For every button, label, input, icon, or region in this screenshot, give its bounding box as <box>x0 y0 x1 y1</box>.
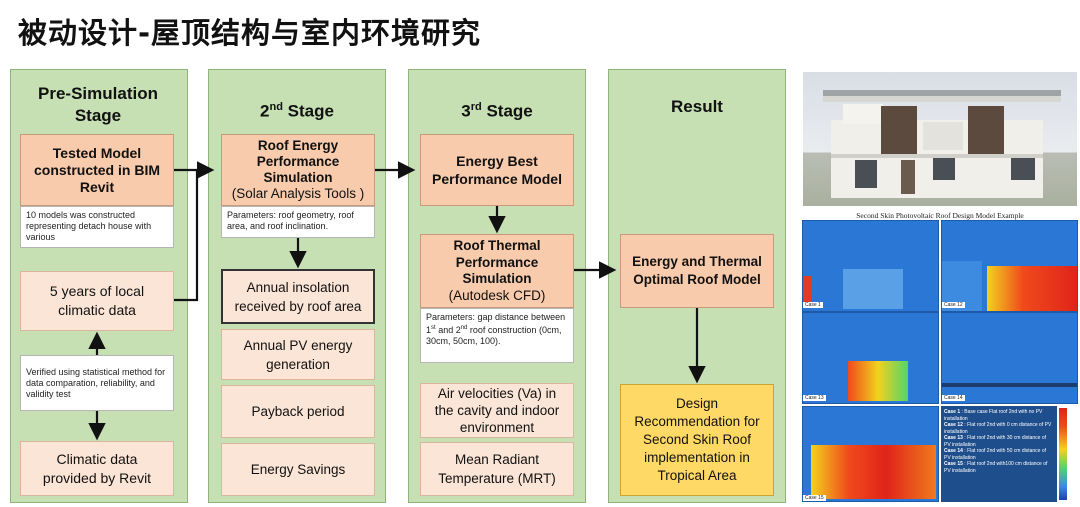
tested-model-note: 10 models was constructed representing d… <box>20 206 174 248</box>
annual-insolation-box: Annual insolation received by roof area <box>221 269 375 324</box>
cfd-case-15 <box>802 406 939 502</box>
cfd-simulation-panel: Second Skin Photovoltaic Roof Design Mod… <box>801 211 1079 505</box>
optimal-roof-model-box: Energy and Thermal Optimal Roof Model <box>620 234 774 308</box>
color-scale-bar <box>1059 408 1067 500</box>
payback-period-box: Payback period <box>221 385 375 438</box>
legend-row: Case 1 : Base case Flat roof 2nd with no… <box>944 409 1043 422</box>
second-stage-title: 2nd Stage <box>260 101 334 121</box>
page-title: 被动设计-屋顶结构与室内环境研究 <box>18 16 482 50</box>
legend-row: Case 14 : Flat roof 2nd with 50 cm dista… <box>944 448 1047 461</box>
tested-model-box: Tested Model constructed in BIM Revit <box>20 134 174 206</box>
legend-row: Case 15 : Flat roof 2nd with100 cm dista… <box>944 461 1048 474</box>
cfd-case-13 <box>802 312 939 404</box>
cfd-case-legend: Case 1 : Base case Flat roof 2nd with no… <box>941 406 1057 502</box>
roof-thermal-simulation-box: Roof Thermal Performance Simulation (Aut… <box>420 234 574 308</box>
mrt-box: Mean Radiant Temperature (MRT) <box>420 442 574 496</box>
energy-savings-box: Energy Savings <box>221 443 375 496</box>
legend-row: Case 12 : Flat roof 2nd with 0 cm distan… <box>944 422 1052 435</box>
air-velocities-box: Air velocities (Va) in the cavity and in… <box>420 383 574 438</box>
verified-note: Verified using statistical method for da… <box>20 355 174 411</box>
third-stage-title: 3rd Stage <box>461 101 533 121</box>
result-title: Result <box>671 97 723 116</box>
roof-energy-note: Parameters: roof geometry, roof area, an… <box>221 206 375 238</box>
cfd-case-label-15: Case 15 <box>803 495 826 501</box>
local-climatic-data-box: 5 years of local climatic data <box>20 271 174 331</box>
cfd-case-1 <box>802 220 939 312</box>
cfd-case-label-1: Case 1 <box>803 302 823 308</box>
cfd-case-label-12: Case 12 <box>942 302 965 308</box>
annual-pv-box: Annual PV energy generation <box>221 329 375 380</box>
cfd-case-label-13: Case 13 <box>803 395 826 401</box>
roof-energy-simulation-box: Roof Energy Performance Simulation (Sola… <box>221 134 375 206</box>
house-icon <box>823 90 1061 198</box>
cfd-case-14 <box>941 312 1078 404</box>
cfd-case-12 <box>941 220 1078 312</box>
pre-simulation-title: Pre-Simulation Stage <box>38 84 158 125</box>
legend-row: Case 13 : Flat roof 2nd with 30 cm dista… <box>944 435 1047 448</box>
roof-thermal-note: Parameters: gap distance between 1st and… <box>420 308 574 363</box>
cfd-case-label-14: Case 14 <box>942 395 965 401</box>
design-recommendation-box: Design Recommendation for Second Skin Ro… <box>620 384 774 496</box>
arrow-icon <box>174 170 199 302</box>
cfd-panel-title: Second Skin Photovoltaic Roof Design Mod… <box>856 211 1024 220</box>
energy-best-model-box: Energy Best Performance Model <box>420 134 574 206</box>
house-rendering-image <box>803 72 1077 206</box>
revit-climatic-data-box: Climatic data provided by Revit <box>20 441 174 496</box>
